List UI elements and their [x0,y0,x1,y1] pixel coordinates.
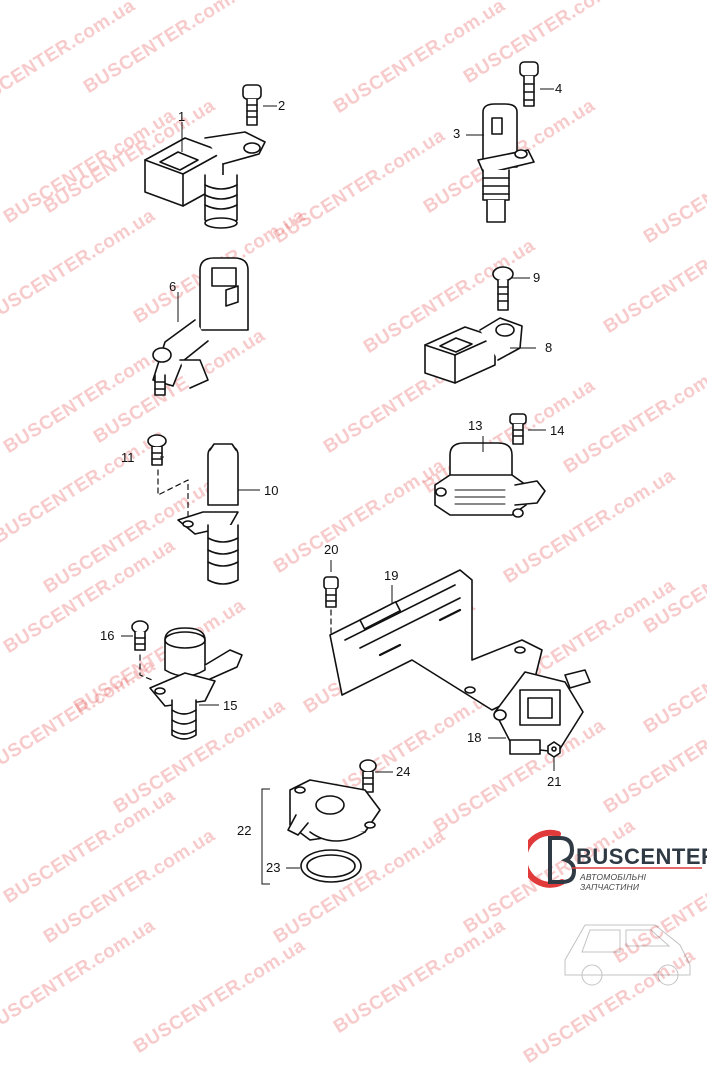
callout-2: 2 [278,98,286,113]
callout-23: 23 [266,860,281,875]
bolt-20 [323,576,339,608]
callout-22: 22 [237,823,252,838]
callout-24: 24 [396,764,411,779]
callout-6: 6 [169,279,177,294]
logo-mark-icon [528,829,702,888]
bolt-2 [242,84,262,126]
callout-8: 8 [545,340,553,355]
bracket-19 [329,569,543,711]
pressure-sensor-18 [493,669,591,755]
van-sketch-icon [564,924,691,986]
sensor-bracket-6 [152,257,249,396]
callout-15: 15 [223,698,238,713]
callout-3: 3 [453,126,461,141]
callout-9: 9 [533,270,541,285]
callout-4: 4 [555,81,563,96]
solenoid-valve-15 [149,627,243,740]
bolt-9 [492,266,514,311]
bolt-24 [359,759,377,793]
callout-13: 13 [468,418,483,433]
bolt-4 [519,61,539,107]
callout-14: 14 [550,423,565,438]
bolt-14 [509,413,527,445]
callout-18: 18 [467,730,482,745]
callout-19: 19 [384,568,399,583]
exploded-view-drawing [121,61,591,885]
speed-sensor-3 [477,103,535,223]
logo-name: BUSCENTER [576,844,707,869]
seal-ring-23 [300,849,362,883]
control-valve-10 [177,443,239,585]
callout-21: 21 [547,774,562,789]
callout-16: 16 [100,628,115,643]
bolt-16 [131,620,149,651]
callout-11: 11 [121,450,135,465]
callout-10: 10 [264,483,279,498]
callout-20: 20 [324,542,339,557]
pressure-sensor-22 [287,779,381,842]
buscenter-logo: BUSCENTER АВТОМОБІЛЬНІ ЗАПЧАСТИНИ [528,828,707,898]
camshaft-sensor-1 [144,131,266,229]
nut-21 [547,741,561,758]
actuator-13 [434,442,546,518]
bolt-11 [147,434,167,466]
logo-tagline: АВТОМОБІЛЬНІ ЗАПЧАСТИНИ [580,872,647,892]
callout-1: 1 [178,109,186,124]
knock-sensor-8 [424,317,523,384]
